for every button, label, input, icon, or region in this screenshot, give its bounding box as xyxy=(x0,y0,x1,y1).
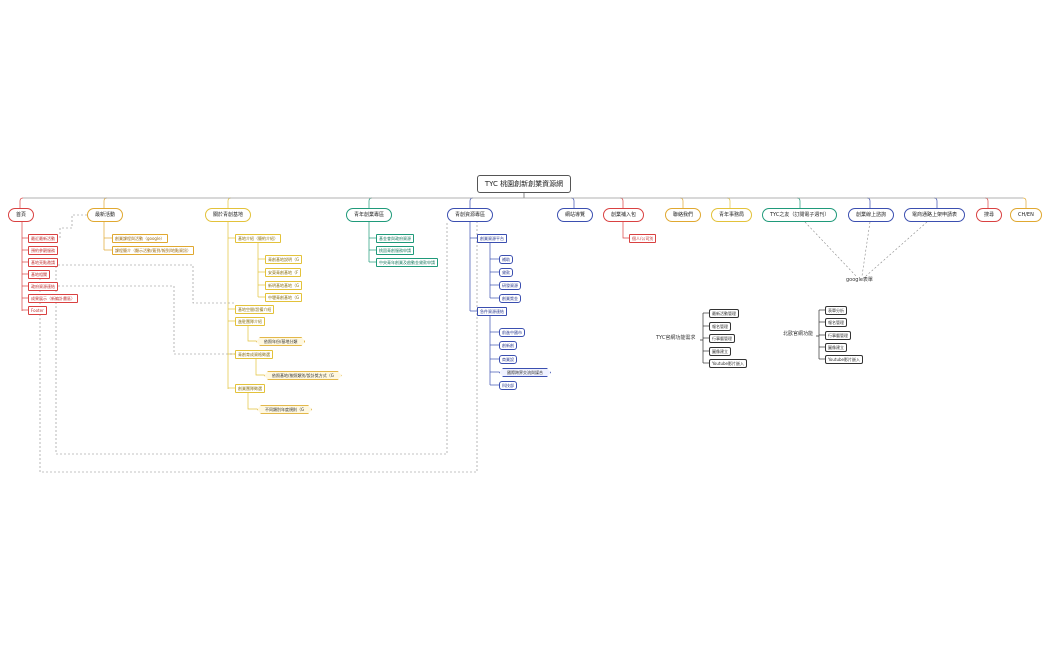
youth-item[interactable]: 桃園青創服務申請 xyxy=(376,246,414,255)
topic-ecommerce-form[interactable]: 電商通路上架申請表 xyxy=(904,208,966,222)
about-intro-item[interactable]: 安東青創基地（F xyxy=(265,268,302,277)
about-teams-sub-link xyxy=(247,326,256,342)
about-incubation-sub[interactable]: 依照基地/按照類別/設計獎方式（G xyxy=(264,371,342,380)
tyc-admin-bracket xyxy=(700,313,704,363)
topic-youth-office[interactable]: 青年事務局 xyxy=(711,208,753,222)
topic-contact[interactable]: 聯絡我們 xyxy=(665,208,702,222)
startup-growth-item[interactable]: 商業設 xyxy=(499,355,517,364)
topic-link xyxy=(984,197,989,208)
topic-link xyxy=(368,197,373,208)
about-intro-item[interactable]: 中壢青創基地（G xyxy=(265,293,303,302)
news-item[interactable]: 創業課程與活動（google） xyxy=(112,234,168,243)
youth-item[interactable]: 基金會與政府資源 xyxy=(376,234,414,243)
about-team-selection-sub[interactable]: 不同類別年度規則（G xyxy=(257,405,312,414)
about-venue[interactable]: 基地空間/設備介紹 xyxy=(235,305,275,314)
topic-link xyxy=(933,197,938,208)
startup-growth-item[interactable]: 創新創 xyxy=(499,341,517,350)
about-team-selection[interactable]: 創業團隊徵選 xyxy=(235,384,265,393)
right-admin-item: Youtube影片嵌入 xyxy=(825,355,863,364)
startup-platform-item[interactable]: 創業獎金 xyxy=(499,294,521,303)
topic-language[interactable]: CH/EN xyxy=(1010,208,1042,222)
about-intro-item[interactable]: 新明基地基地（G xyxy=(265,281,303,290)
startup-platform-item[interactable]: 貸款 xyxy=(499,268,513,277)
about-incub-sub-link xyxy=(255,359,264,376)
topic-home[interactable]: 首頁 xyxy=(8,208,35,222)
topic-tyc-friend[interactable]: TYC之友（訂閱電子週刊） xyxy=(762,208,838,222)
about-incubation[interactable]: 青創育成資格徵選 xyxy=(235,350,273,359)
startup-platform-item[interactable]: 補助 xyxy=(499,255,513,264)
about-teams-sub[interactable]: 依照年份/基地分類 xyxy=(256,337,305,346)
topic-link xyxy=(866,197,871,208)
google-form-label: google表單 xyxy=(846,277,873,283)
home-item[interactable]: Footer xyxy=(28,306,47,315)
home-item[interactable]: 基地相關 xyxy=(28,270,50,279)
about-intro-item[interactable]: 青創基地說明（G xyxy=(265,255,303,264)
tyc-admin-item: 報名管理 xyxy=(709,322,731,331)
home-item[interactable]: 基地亮點邀請 xyxy=(28,258,58,267)
startup-platform-item[interactable]: 研發資源 xyxy=(499,281,521,290)
google-form-link xyxy=(865,221,928,277)
youth-item[interactable]: 中央青年創業及啟動金貸款申請 xyxy=(376,258,438,267)
topic-link xyxy=(726,197,731,208)
topic-link xyxy=(1022,197,1027,208)
startup-growth-item[interactable]: 國際跨界交流與媒合 xyxy=(499,368,551,377)
startup-growth-item[interactable]: 前進中國市 xyxy=(499,328,525,337)
about-intro[interactable]: 基地介紹（簡約介紹） xyxy=(235,234,281,243)
topic-link xyxy=(619,197,624,208)
topic-about[interactable]: 關於青創基地 xyxy=(205,208,252,222)
right-admin-bracket xyxy=(816,310,820,359)
relation-dashed xyxy=(46,264,235,304)
google-form-link xyxy=(804,221,857,277)
root-node[interactable]: TYC 桃園創新創業資源網 xyxy=(477,175,571,193)
topic-link xyxy=(103,197,108,208)
tyc-admin-item: 最新活動管理 xyxy=(709,309,739,318)
news-item[interactable]: 課程簡介（顯示活動/簽到/報到/地點資訊） xyxy=(112,246,195,255)
topic-link xyxy=(570,197,575,208)
startup-growth[interactable]: 急件資源連結 xyxy=(477,307,507,316)
about-team-sub-link xyxy=(247,393,257,410)
home-item[interactable]: 政府資源連結 xyxy=(28,282,58,291)
home-item[interactable]: 成果展示（新編計畫區） xyxy=(28,294,78,303)
topic-link xyxy=(469,197,474,208)
topic-link xyxy=(19,197,24,208)
right-admin-item: 行事曆管理 xyxy=(825,331,851,340)
right-admin-item: 圖像建立 xyxy=(825,343,847,352)
topic-apply[interactable]: 創業補入包 xyxy=(603,208,645,222)
topic-youth[interactable]: 青年創業專區 xyxy=(346,208,393,222)
tyc-admin-label: TYC官網功能需求 xyxy=(656,335,696,341)
tyc-admin-item: 行事曆管理 xyxy=(709,334,735,343)
topic-online-consult[interactable]: 創業線上諮詢 xyxy=(848,208,895,222)
apply-leaf-link xyxy=(622,222,629,239)
relation-dashed xyxy=(46,285,235,355)
right-admin-item: 表單分析 xyxy=(825,306,847,315)
right-admin-label: 北歐官網功能 xyxy=(783,331,814,337)
apply-item[interactable]: 個人/公司別 xyxy=(629,234,657,243)
home-item[interactable]: 最近最新活動 xyxy=(28,234,58,243)
about-teams[interactable]: 進駐團隊介紹 xyxy=(235,317,265,326)
topic-startup[interactable]: 青創資源專區 xyxy=(447,208,494,222)
startup-platform[interactable]: 創業資源平台 xyxy=(477,234,507,243)
relation-dashed xyxy=(28,222,448,455)
tyc-admin-item: 圖像建立 xyxy=(709,347,731,356)
topic-search[interactable]: 搜尋 xyxy=(976,208,1003,222)
topic-link xyxy=(679,197,684,208)
topic-link xyxy=(796,197,801,208)
topic-news[interactable]: 最新活動 xyxy=(87,208,124,222)
startup-growth-item[interactable]: 科技部 xyxy=(499,381,517,390)
right-admin-item: 報名管理 xyxy=(825,318,847,327)
topic-link xyxy=(227,197,232,208)
home-item[interactable]: 預約參觀服務 xyxy=(28,246,58,255)
google-form-link xyxy=(861,221,871,277)
tyc-admin-item: Youtube影片嵌入 xyxy=(709,359,747,368)
topic-rental[interactable]: 網站導覽 xyxy=(557,208,594,222)
